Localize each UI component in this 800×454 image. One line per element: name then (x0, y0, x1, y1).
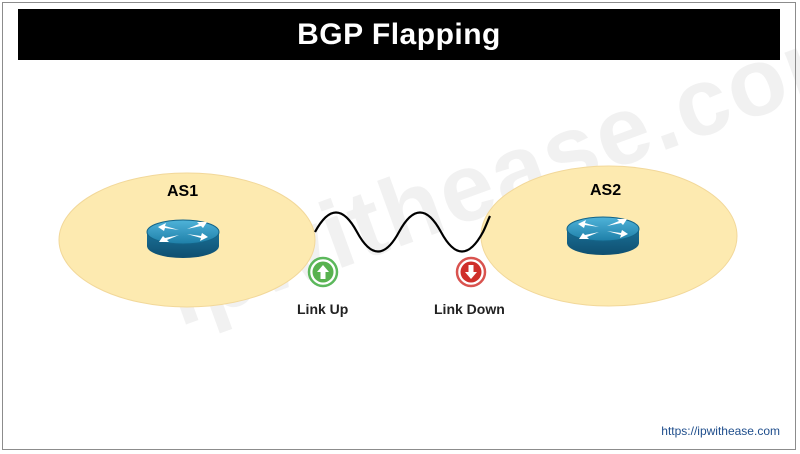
as2-label: AS2 (590, 182, 622, 199)
footer-url: https://ipwithease.com (661, 424, 780, 438)
link-down-label: Link Down (434, 301, 505, 317)
up-arrow-icon (307, 256, 339, 288)
down-arrow-icon (455, 256, 487, 288)
router-icon (566, 216, 640, 255)
flapping-link (314, 211, 491, 253)
link-up-label: Link Up (297, 301, 349, 317)
router-icon (146, 219, 220, 258)
diagram-title: BGP Flapping (297, 17, 501, 51)
title-bar: BGP Flapping (18, 9, 780, 60)
as1-label: AS1 (167, 183, 199, 200)
